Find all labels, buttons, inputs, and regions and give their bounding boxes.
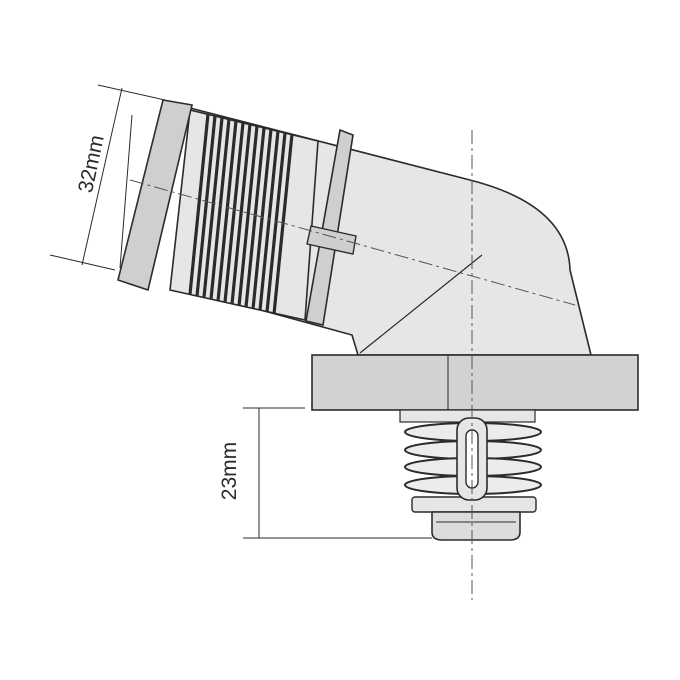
outlet-end-ring [117,99,193,292]
outlet-tab [306,225,357,255]
mounting-flange [311,354,639,411]
dimension-32mm-lines [49,84,166,271]
spring-coils [404,422,542,495]
dimension-23mm-lines [243,407,432,539]
outlet-pipe [169,109,319,321]
valve-cup [431,511,521,541]
centerlines [129,130,576,600]
elbow-rib-line [359,254,483,354]
outlet-collar [305,128,354,326]
thermostat-assembly [399,409,542,541]
grip-ribs [188,113,294,315]
dimension-label-23mm: 23mm [218,441,241,501]
hose-outlet [117,99,357,326]
